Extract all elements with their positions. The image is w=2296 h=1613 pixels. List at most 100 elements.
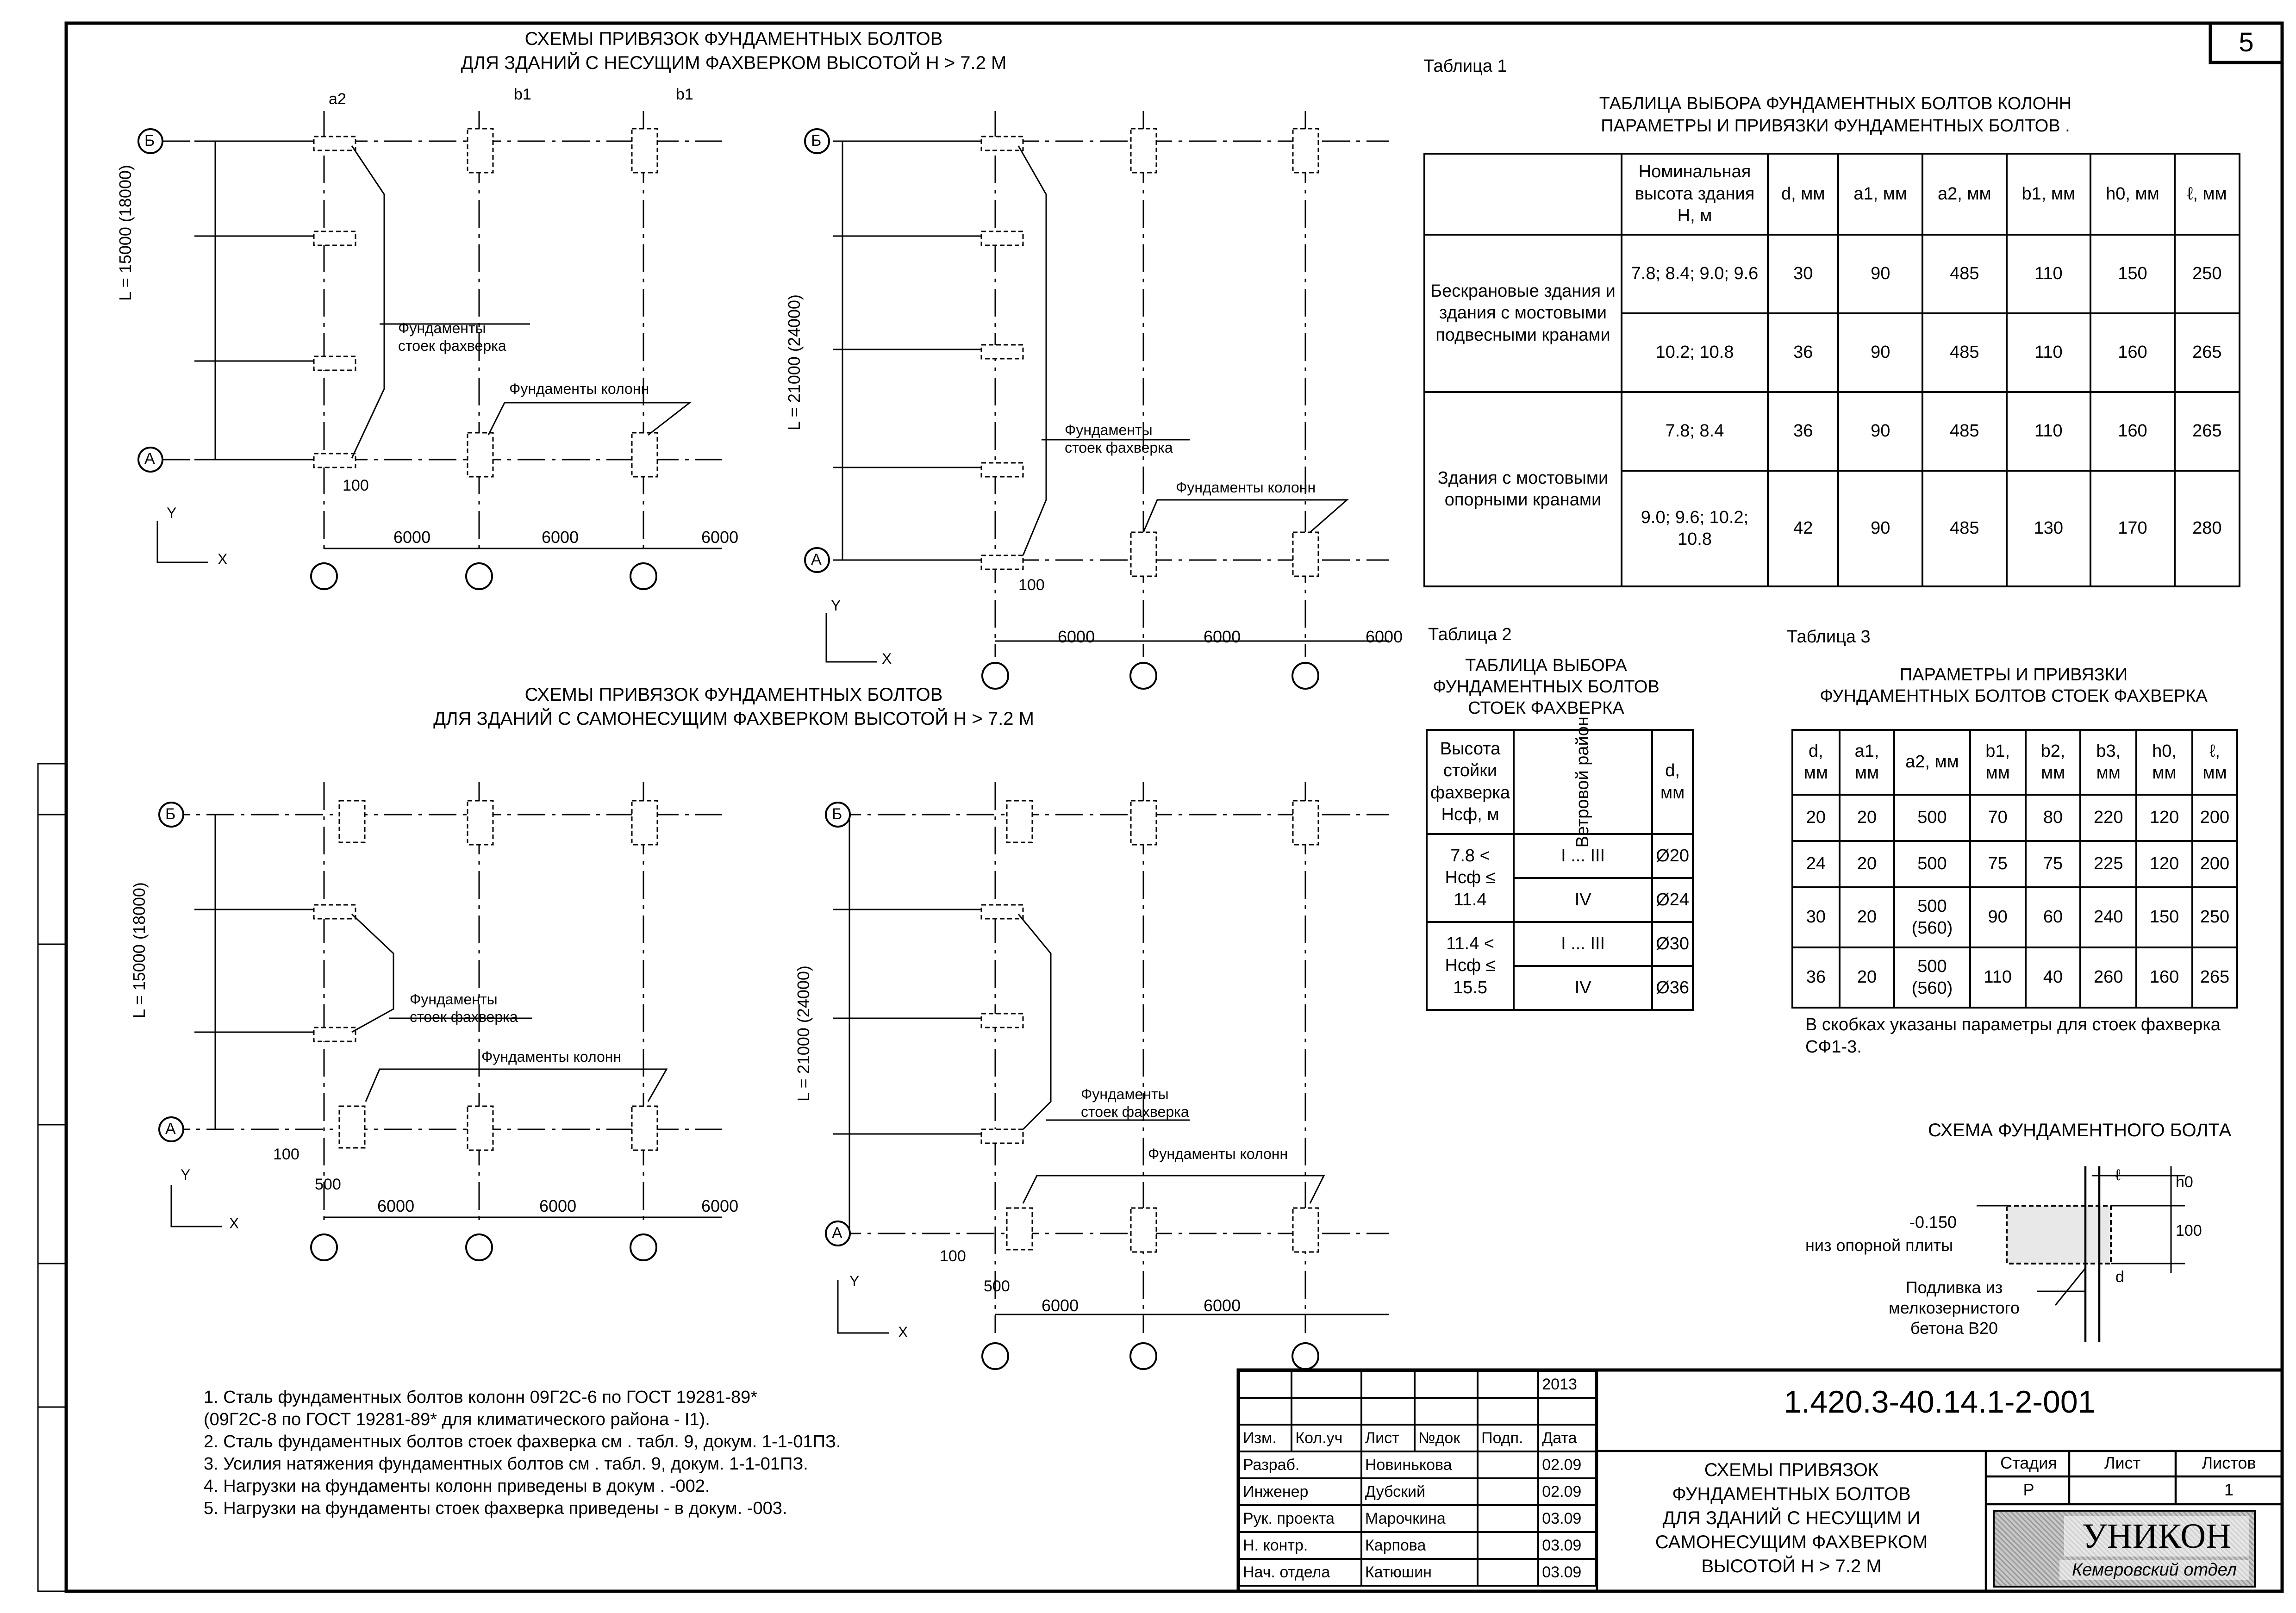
table-cell: 36 bbox=[1791, 947, 1841, 1009]
tb-hdr: Дата bbox=[1537, 1424, 1597, 1452]
t1-h2: a1, мм bbox=[1837, 153, 1923, 236]
table-cell: 75 bbox=[1969, 840, 2027, 888]
dim-100-4: 100 bbox=[940, 1247, 966, 1265]
notes-list: 1. Сталь фундаментных болтов колонн 09Г2… bbox=[204, 1386, 841, 1520]
table1-title-line2: ПАРАМЕТРЫ И ПРИВЯЗКИ ФУНДАМЕНТНЫХ БОЛТОВ… bbox=[1601, 116, 2070, 136]
dim-500-1: 500 bbox=[315, 1176, 341, 1193]
table-cell: 20 bbox=[1838, 947, 1896, 1009]
table-cell: 485 bbox=[1922, 391, 2008, 472]
table-cell: 500 bbox=[1893, 840, 1971, 888]
axis-b-label-3: Б bbox=[165, 805, 176, 823]
table-cell: 250 bbox=[2191, 886, 2239, 948]
bottom-title-line2: ДЛЯ ЗДАНИЙ С САМОНЕСУЩИМ ФАХВЕРКОМ ВЫСОТ… bbox=[433, 709, 1034, 729]
plan-bottom-left bbox=[158, 782, 722, 1261]
note-1b: (09Г2С-8 по ГОСТ 19281-89* для климатиче… bbox=[204, 1410, 710, 1429]
t3-h: b2, мм bbox=[2024, 729, 2082, 796]
table3-caption: Таблица 3 bbox=[1787, 627, 1871, 647]
stage-value: Р bbox=[2023, 1480, 2034, 1499]
table-cell: 250 bbox=[2173, 234, 2241, 314]
span-label-right: L = 21000 (24000) bbox=[785, 294, 804, 430]
bolt-dim-100: 100 bbox=[2176, 1222, 2202, 1239]
signature bbox=[1477, 1531, 1540, 1560]
tb-hdr: Изм. bbox=[1238, 1424, 1293, 1452]
binding-strip bbox=[37, 763, 67, 1592]
top-title-line2: ДЛЯ ЗДАНИЙ С НЕСУЩИМ ФАХВЕРКОМ ВЫСОТОЙ Н… bbox=[461, 53, 1007, 73]
sheets-header: Листов bbox=[2202, 1453, 2256, 1472]
table1-title-line1: ТАБЛИЦА ВЫБОРА ФУНДАМЕНТНЫХ БОЛТОВ КОЛОН… bbox=[1599, 94, 2072, 113]
table-cell: IV bbox=[1513, 877, 1653, 923]
table3: d, мм a1, мм a2, мм b1, мм b2, мм b3, мм… bbox=[1791, 729, 2239, 1009]
table-cell: 160 bbox=[2135, 947, 2193, 1009]
dim-500-2: 500 bbox=[984, 1277, 1010, 1295]
table3-note: В скобках указаны параметры для стоек фа… bbox=[1805, 1015, 2221, 1057]
table-cell: 90 bbox=[1837, 234, 1923, 314]
tb-hdr: Лист bbox=[1360, 1424, 1416, 1452]
table-cell: 120 bbox=[2135, 840, 2193, 888]
axis-a-label-2: А bbox=[811, 551, 822, 568]
bay-2: 6000 bbox=[542, 528, 579, 547]
company-logo: УНИКОН Кемеровский отдел bbox=[1993, 1510, 2256, 1588]
t1-h6: ℓ, мм bbox=[2173, 153, 2241, 236]
tb-date: 03.09 bbox=[1537, 1504, 1597, 1533]
stage-header: Стадия bbox=[2000, 1453, 2057, 1472]
table3-title: ПАРАМЕТРЫ И ПРИВЯЗКИ ФУНДАМЕНТНЫХ БОЛТОВ… bbox=[1820, 665, 2208, 706]
axis-a-label-3: А bbox=[165, 1120, 176, 1138]
note-2: 2. Сталь фундаментных болтов стоек фахве… bbox=[204, 1432, 841, 1451]
table-cell: IV bbox=[1513, 965, 1653, 1011]
t3-h: h0, мм bbox=[2135, 729, 2193, 796]
sheet-number: 5 bbox=[2239, 27, 2254, 57]
table-cell: 90 bbox=[1837, 391, 1923, 472]
span-label-left: L = 15000 (18000) bbox=[116, 165, 135, 301]
table-cell: 20 bbox=[1838, 794, 1896, 842]
table-cell: 280 bbox=[2173, 470, 2241, 587]
tb-date: 03.09 bbox=[1537, 1558, 1597, 1587]
tb-date: 03.09 bbox=[1537, 1531, 1597, 1560]
tb-role: Нач. отдела bbox=[1238, 1558, 1362, 1587]
table-cell: 130 bbox=[2005, 470, 2092, 587]
drawing-title: СХЕМЫ ПРИВЯЗОК ФУНДАМЕНТНЫХ БОЛТОВ ДЛЯ З… bbox=[1655, 1460, 1928, 1576]
y-axis-4: Y bbox=[849, 1273, 860, 1289]
bay-11: 6000 bbox=[1204, 1296, 1241, 1315]
tb-role: Н. контр. bbox=[1238, 1531, 1362, 1560]
note-4: 4. Нагрузки на фундаменты колонн приведе… bbox=[204, 1476, 710, 1496]
sheets-value: 1 bbox=[2224, 1480, 2234, 1499]
table-cell: 110 bbox=[2005, 391, 2092, 472]
sheet-header: Лист bbox=[2104, 1453, 2141, 1472]
t1-h4: b1, мм bbox=[2005, 153, 2092, 236]
table-cell: 42 bbox=[1766, 470, 1840, 587]
bolt-h0: h0 bbox=[2176, 1173, 2193, 1191]
bolt-l: ℓ bbox=[2115, 1166, 2121, 1184]
y-axis-3: Y bbox=[181, 1166, 191, 1183]
table-cell: 10.2; 10.8 bbox=[1621, 312, 1769, 393]
table-cell: 485 bbox=[1922, 312, 2008, 393]
table-cell: 20 bbox=[1838, 886, 1896, 948]
table-cell: 24 bbox=[1791, 840, 1841, 888]
table-cell: 170 bbox=[2090, 470, 2176, 587]
tb-person: Дубский bbox=[1360, 1477, 1479, 1506]
t1-h0: Номинальная высота здания Н, м bbox=[1621, 153, 1769, 236]
table-cell: 70 bbox=[1969, 794, 2027, 842]
signature bbox=[1477, 1451, 1540, 1479]
table-cell: 30 bbox=[1766, 234, 1840, 314]
plan-bottom-right bbox=[825, 782, 1389, 1370]
tb-person: Катюшин bbox=[1360, 1558, 1479, 1587]
company-dept: Кемеровский отдел bbox=[2059, 1560, 2249, 1580]
bolt-d: d bbox=[2115, 1268, 2124, 1286]
dim-100-1: 100 bbox=[343, 477, 369, 494]
bay-1: 6000 bbox=[393, 528, 431, 547]
table-cell: 265 bbox=[2173, 391, 2241, 472]
x-axis-1: X bbox=[218, 551, 228, 567]
table-cell: 90 bbox=[1837, 470, 1923, 587]
table-cell: 485 bbox=[1922, 470, 2008, 587]
t2-h1: Высота стойки фахверка Нсф, м bbox=[1425, 729, 1515, 835]
table1: Номинальная высота здания Н, м d, мм a1,… bbox=[1423, 153, 2241, 587]
a2-lbl-1: a2 bbox=[329, 90, 346, 108]
column-found-label-1: Фундаменты колонн bbox=[509, 380, 649, 397]
b1-lbl-1: b1 bbox=[514, 86, 531, 103]
table-cell: 36 bbox=[1766, 391, 1840, 472]
table-cell: Ø24 bbox=[1651, 877, 1694, 923]
signature bbox=[1477, 1504, 1540, 1533]
